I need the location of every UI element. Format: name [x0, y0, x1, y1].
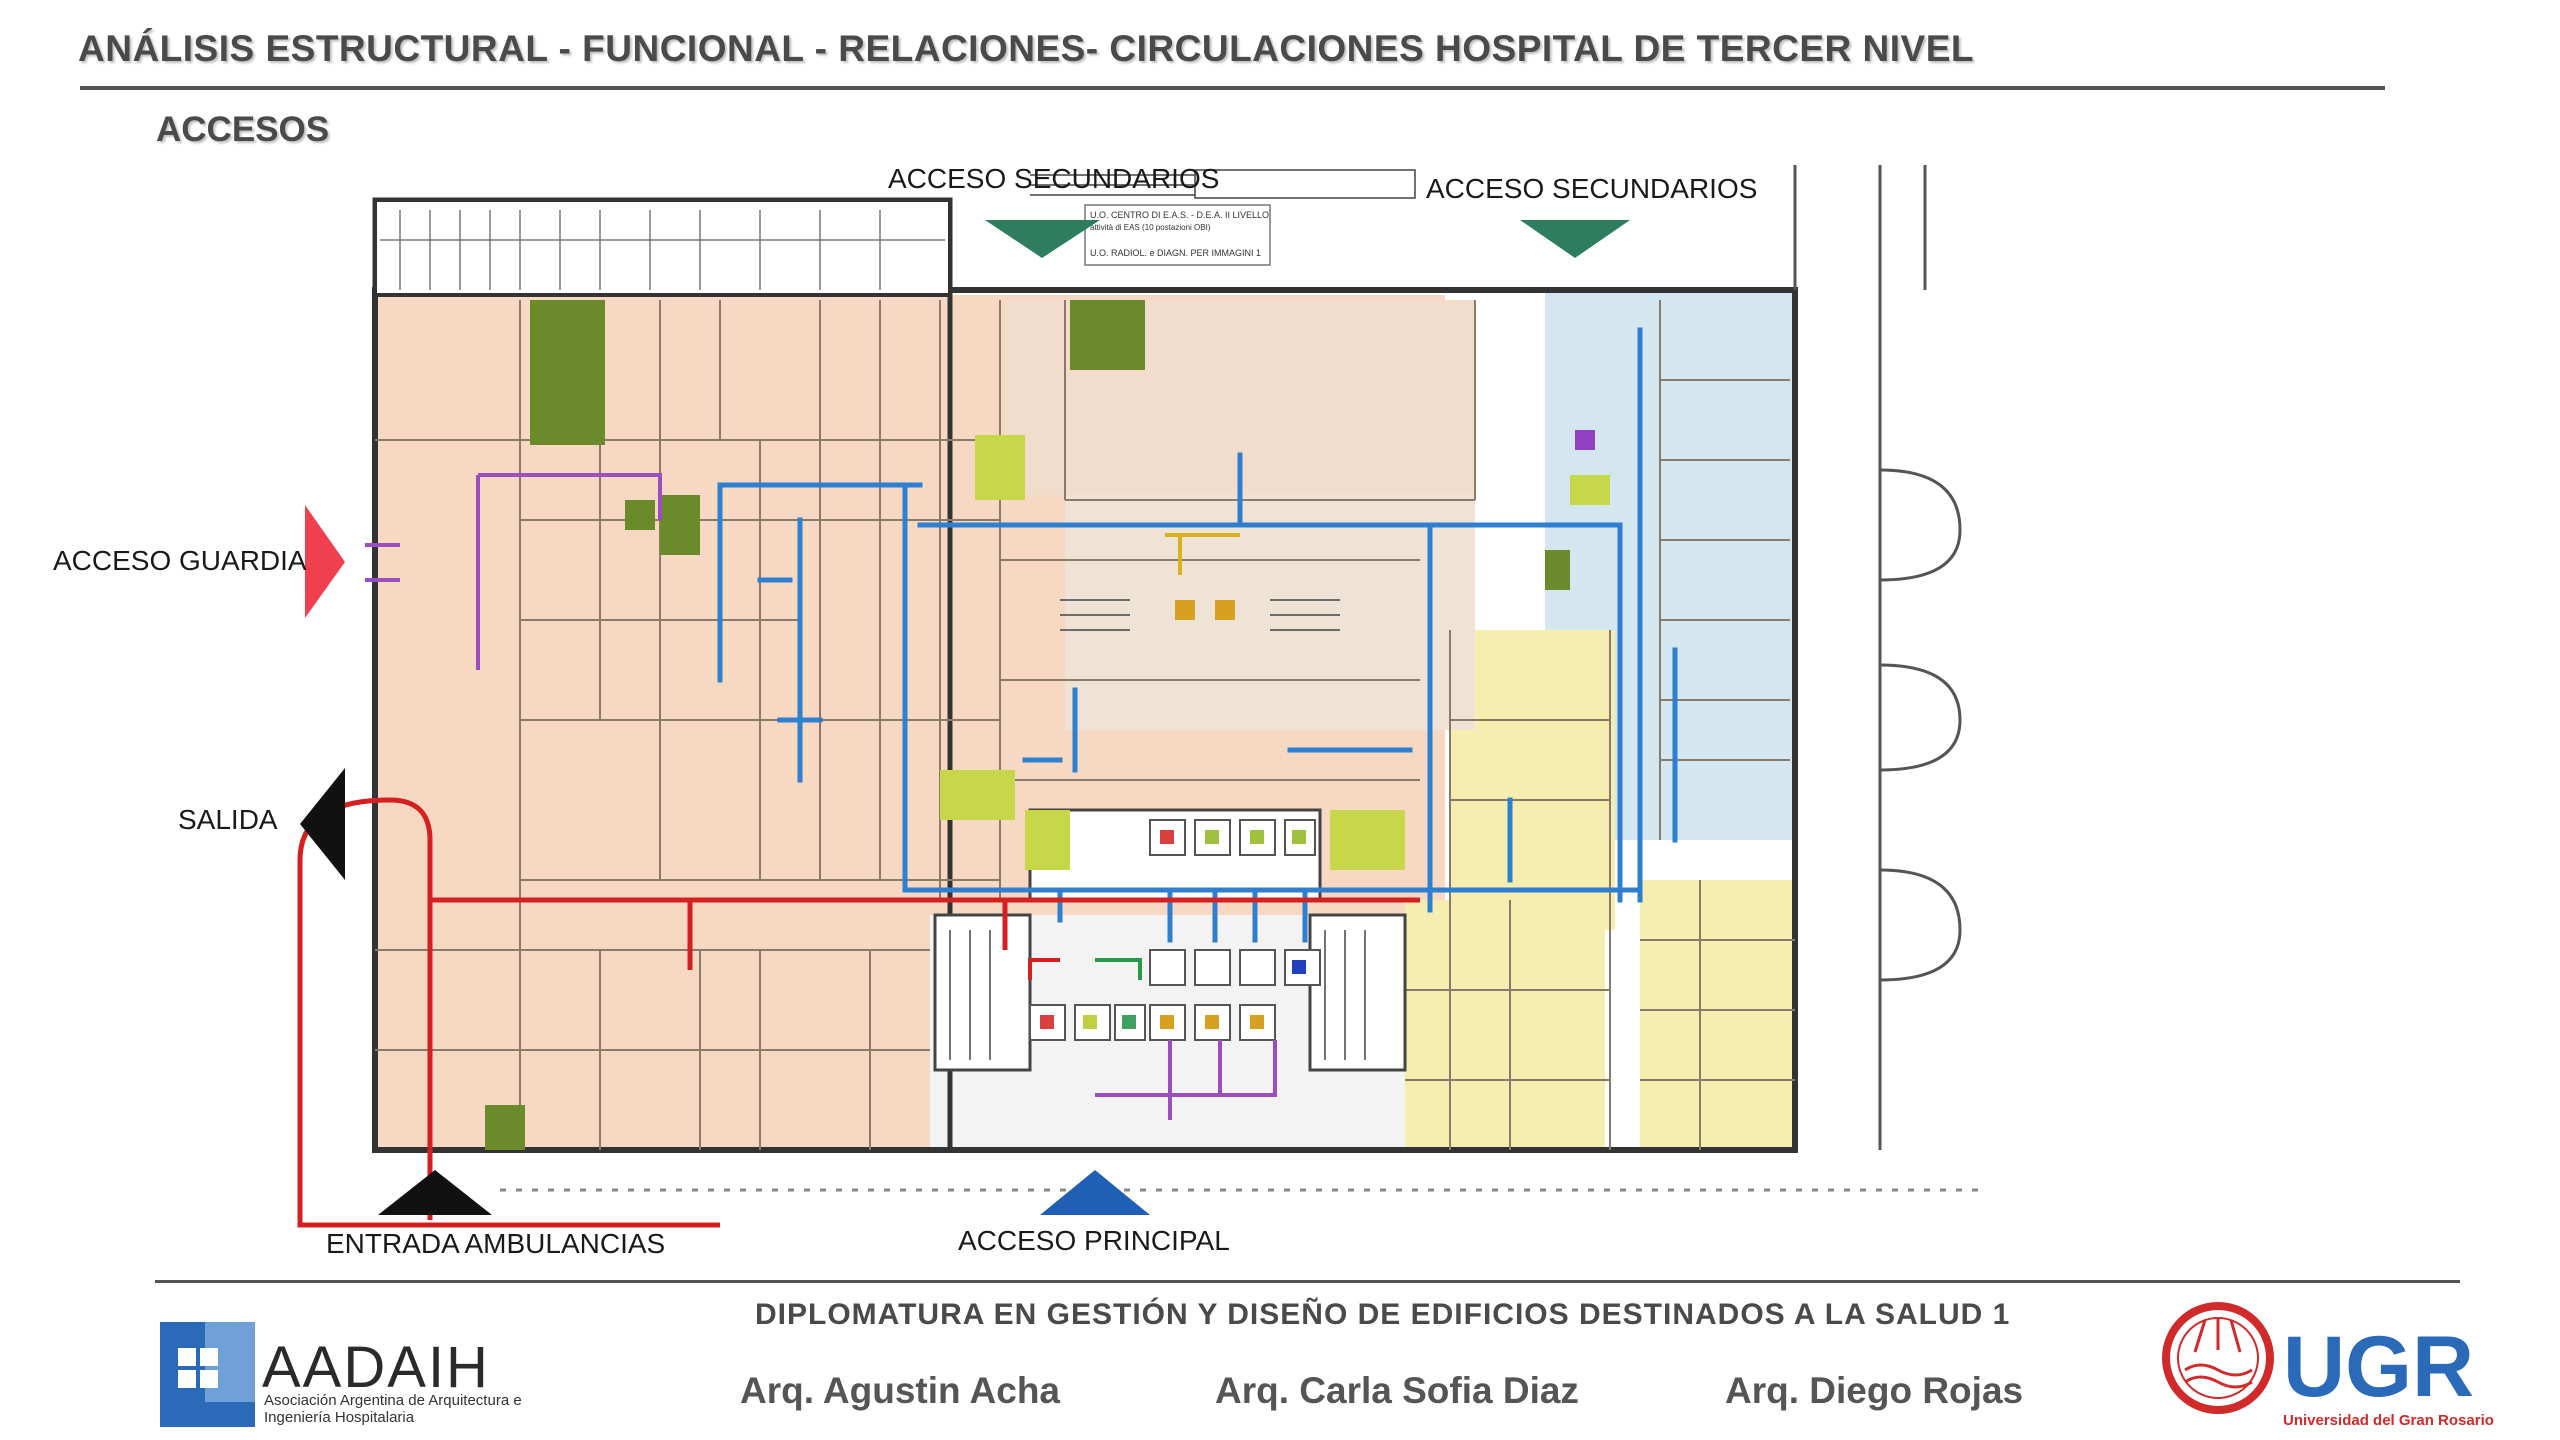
circulation-purple [365, 473, 1277, 1120]
building-outline [372, 287, 1798, 1153]
author-3: Arq. Diego Rojas [1725, 1370, 2024, 1411]
label-acceso-principal: ACCESO PRINCIPAL [958, 1225, 1230, 1256]
page-title: ANÁLISIS ESTRUCTURAL - FUNCIONAL - RELAC… [78, 28, 1974, 69]
arrow-entrada-ambulancias [378, 1170, 492, 1215]
service-cores [485, 300, 1610, 1150]
plan-note-unit-1: U.O. CENTRO DI E.A.S. - D.E.A. II LIVELL… [1090, 210, 1269, 220]
plan-note-unit-2: U.O. RADIOL. e DIAGN. PER IMMAGINI 1 [1090, 248, 1261, 258]
circulation-red [297, 797, 1420, 1228]
aadaih-logo-text: AADAIH [262, 1335, 490, 1400]
author-1: Arq. Agustin Acha [740, 1370, 1060, 1411]
label-acceso-secundario-1: ACCESO SECUNDARIOS [888, 163, 1220, 194]
arrow-salida [300, 768, 345, 880]
ugr-logo-subtitle: Universidad del Gran Rosario [2283, 1412, 2494, 1429]
label-entrada-ambulancias: ENTRADA AMBULANCIAS [326, 1228, 666, 1259]
arrow-acceso-principal [1040, 1170, 1150, 1215]
ugr-logo-mark [2162, 1302, 2274, 1414]
ugr-logo-text: UGR [2283, 1319, 2475, 1415]
author-2: Arq. Carla Sofia Diaz [1215, 1370, 1579, 1411]
plan-note-unit-1-sub: attività di EAS (10 postazioni OBI) [1090, 223, 1211, 232]
label-acceso-secundario-2: ACCESO SECUNDARIOS [1426, 173, 1758, 204]
arrow-acceso-secundario-2 [1520, 220, 1630, 258]
interior-walls [375, 300, 1795, 1150]
circulation-blue [717, 327, 1678, 943]
circulation-yellow [1165, 533, 1240, 575]
label-salida: SALIDA [178, 804, 278, 835]
aadaih-logo-mark [160, 1322, 255, 1427]
arrow-acceso-secundario-1 [985, 220, 1100, 258]
diploma-title: DIPLOMATURA EN GESTIÓN Y DISEÑO DE EDIFI… [755, 1298, 2011, 1331]
label-acceso-guardia: ACCESO GUARDIA [53, 545, 307, 576]
aadaih-logo-subtitle: Asociación Argentina de Arquitectura e I… [264, 1392, 522, 1426]
arrow-acceso-guardia [305, 505, 345, 618]
exterior-curves [1793, 165, 1962, 1150]
elevator-cores [1029, 430, 1595, 1041]
section-subtitle: ACCESOS [156, 110, 330, 149]
